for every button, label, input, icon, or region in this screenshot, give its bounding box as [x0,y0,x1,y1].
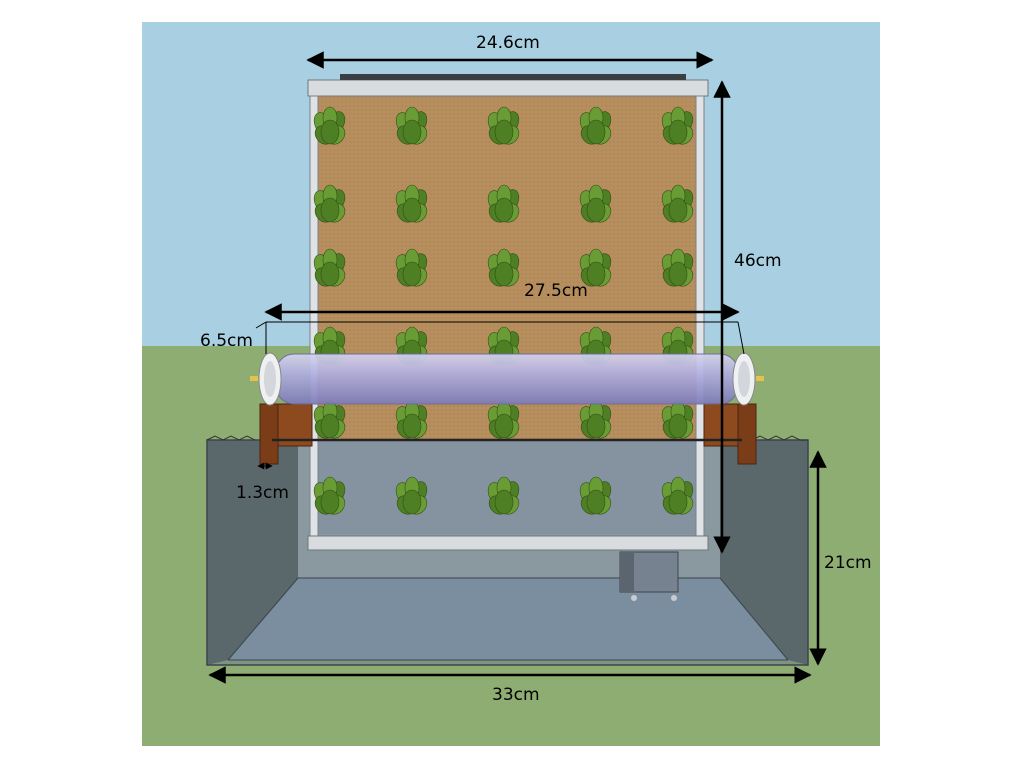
plant-icon [313,184,346,223]
plant-icon [487,248,520,287]
plant-icon [395,476,428,515]
plant-icon [661,106,694,145]
plant-icon [313,476,346,515]
plant-icon [487,106,520,145]
pump [619,551,679,601]
plant-icon [579,184,612,223]
plant-icon [661,248,694,287]
plant-icon [579,476,612,515]
horizontal-pipe [250,352,764,406]
plant-icon [579,400,612,439]
dimension-lines [208,51,827,684]
tank-width-label: 33cm [492,685,540,705]
plant-icon [661,476,694,515]
plant-icon [487,400,520,439]
plant-icon [579,106,612,145]
pipe-diameter-lines [255,321,745,470]
plant-icon [661,184,694,223]
top-width-label: 24.6cm [476,33,540,53]
tank-height-label: 21cm [824,553,872,573]
plant-icon [313,106,346,145]
plant-icon [487,184,520,223]
plant-icon [395,400,428,439]
plant-icon [313,400,346,439]
plant-icon [395,248,428,287]
plant-icon [487,476,520,515]
plants [313,106,694,515]
pipe-length-label: 27.5cm [524,281,588,301]
height-label: 46cm [734,251,782,271]
plant-icon [395,184,428,223]
plant-icon [313,248,346,287]
plant-icon [661,400,694,439]
bracket-thickness-label: 1.3cm [236,483,289,503]
plant-icon [579,248,612,287]
plant-icon [395,106,428,145]
pipe-diameter-label: 6.5cm [200,331,253,351]
